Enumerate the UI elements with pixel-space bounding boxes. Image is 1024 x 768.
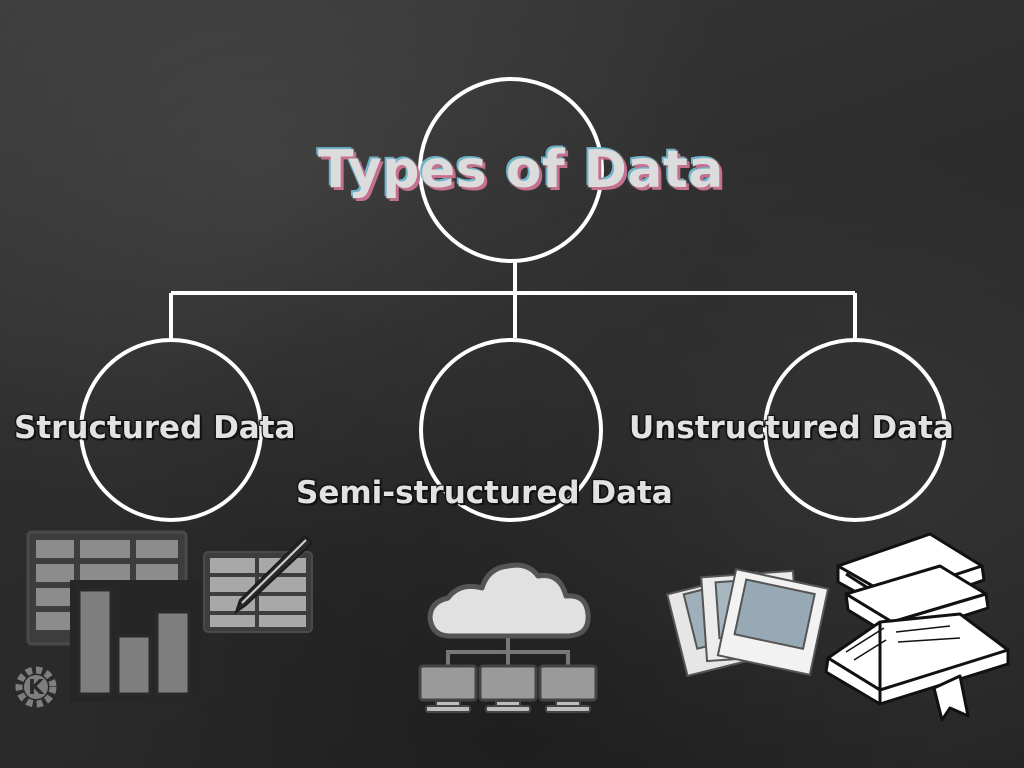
unstructured-node-circle — [763, 338, 947, 522]
photos-stack-icon — [665, 568, 830, 678]
spreadsheet-chart-icon: K — [15, 530, 202, 708]
semi-structured-data-label: Semi-structured Data — [296, 475, 673, 511]
svg-text:K: K — [28, 675, 45, 699]
structured-node-circle — [79, 338, 263, 522]
root-node-circle — [418, 77, 604, 263]
diagram-title: Types of Data — [318, 140, 724, 200]
connector-lines — [169, 262, 857, 338]
cloud-network-icon — [418, 562, 598, 713]
structured-data-label: Structured Data — [14, 410, 296, 446]
books-icon — [824, 532, 1010, 722]
semi-structured-node-circle — [419, 338, 603, 522]
unstructured-data-label: Unstructured Data — [629, 410, 954, 446]
table-edit-icon — [203, 534, 314, 633]
